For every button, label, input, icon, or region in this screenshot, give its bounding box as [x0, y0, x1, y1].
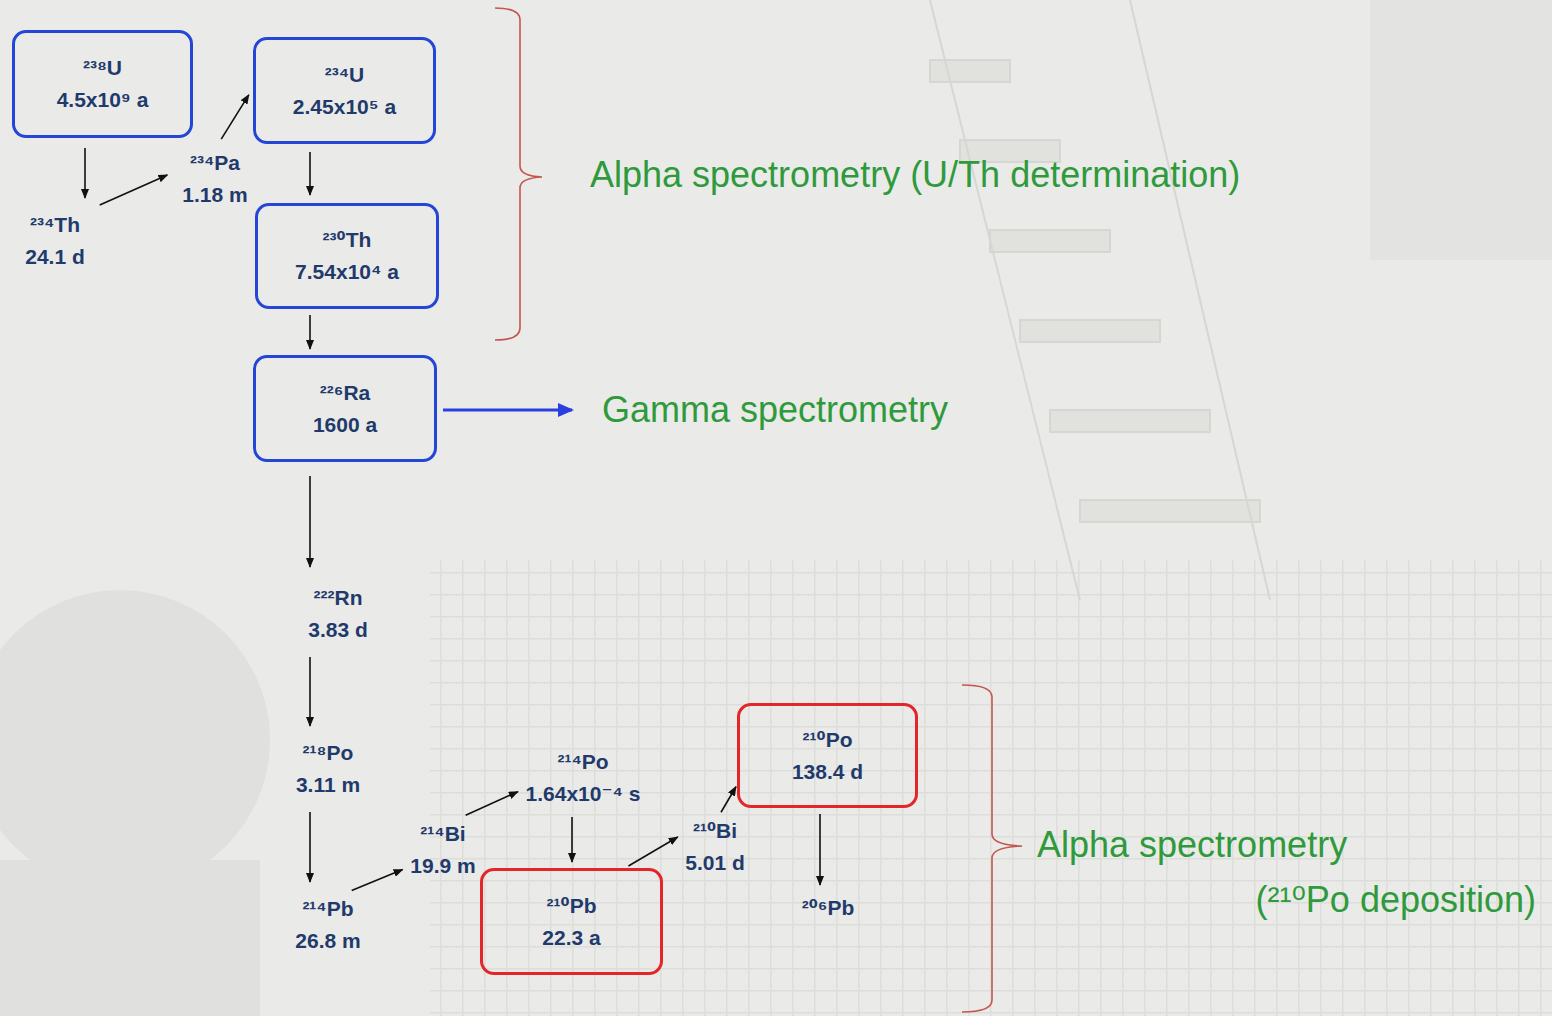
method-label: Alpha spectrometry — [1037, 824, 1347, 866]
floor-grating — [430, 560, 1552, 1016]
nuclide-label: ²²²Rn3.83 d — [304, 581, 372, 647]
half-life: 1.18 m — [182, 179, 247, 211]
decay-arrow — [84, 148, 86, 198]
nuclide-box: ²¹⁰Pb22.3 a — [480, 868, 663, 975]
nuclide-box: ²¹⁰Po138.4 d — [737, 703, 918, 808]
decay-arrow — [571, 817, 573, 862]
nuclide-label: ²¹⁴Pb26.8 m — [291, 892, 364, 958]
half-life: 24.1 d — [25, 241, 85, 273]
half-life: 138.4 d — [792, 756, 863, 788]
decay-arrow — [721, 787, 736, 813]
nuclide-label: ²³⁴Pa1.18 m — [178, 146, 251, 212]
nuclide-label: ²¹⁴Po1.64x10⁻⁴ s — [522, 745, 645, 811]
nuclide-box: ²³⁴U2.45x10⁵ a — [253, 37, 436, 144]
nuclide-name: ²³⁴U — [325, 59, 365, 91]
half-life: 3.83 d — [308, 614, 368, 646]
decay-arrow — [819, 814, 821, 885]
nuclide-label: ²⁰⁶Pb — [798, 891, 859, 925]
nuclide-name: ²²²Rn — [314, 582, 363, 614]
decay-arrow — [309, 812, 311, 882]
nuclide-name: ²¹⁰Po — [802, 724, 852, 756]
nuclide-name: ²³⁰Th — [323, 224, 372, 256]
nuclide-name: ²¹⁰Pb — [546, 890, 596, 922]
nuclide-name: ²³⁴Pa — [190, 147, 240, 179]
pointer-arrow — [443, 409, 572, 412]
nuclide-box: ²²⁶Ra1600 a — [253, 355, 437, 462]
nuclide-name: ²³⁸U — [83, 52, 122, 84]
method-label: (²¹⁰Po deposition) — [1255, 879, 1536, 921]
decay-arrow — [221, 95, 249, 139]
method-label: Alpha spectrometry (U/Th determination) — [590, 154, 1240, 196]
nuclide-box: ²³⁸U4.5x10⁹ a — [12, 30, 193, 138]
staircase — [930, 0, 1270, 600]
method-label: Gamma spectrometry — [602, 389, 948, 431]
half-life: 22.3 a — [542, 922, 600, 954]
nuclide-label: ²¹⁴Bi19.9 m — [406, 817, 479, 883]
nuclide-name: ²¹⁴Bi — [420, 818, 465, 850]
half-life: 5.01 d — [685, 847, 745, 879]
decay-arrow — [100, 175, 168, 205]
decay-arrow — [309, 657, 311, 726]
nuclide-name: ²¹⁰Bi — [693, 815, 737, 847]
decay-arrow — [352, 870, 403, 891]
nuclide-name: ²¹⁴Po — [557, 746, 608, 778]
half-life: 2.45x10⁵ a — [293, 91, 396, 123]
nuclide-name: ²²⁶Ra — [320, 377, 371, 409]
nuclide-name: ²¹⁴Pb — [302, 893, 353, 925]
bracket — [962, 685, 1022, 1012]
decay-arrow — [628, 837, 677, 866]
half-life: 26.8 m — [295, 925, 360, 957]
half-life: 1.64x10⁻⁴ s — [526, 778, 641, 810]
decay-arrow — [309, 476, 311, 567]
half-life: 3.11 m — [296, 769, 360, 801]
nuclide-name: ²⁰⁶Pb — [802, 892, 855, 924]
half-life: 1600 a — [313, 409, 377, 441]
decay-arrow — [309, 315, 311, 349]
half-life: 7.54x10⁴ a — [295, 256, 399, 288]
half-life: 19.9 m — [410, 850, 475, 882]
decay-arrow — [309, 152, 311, 195]
nuclide-name: ²³⁴Th — [30, 209, 80, 241]
nuclide-label: ²¹⁸Po3.11 m — [292, 736, 364, 802]
nuclide-label: ²¹⁰Bi5.01 d — [681, 814, 749, 880]
nuclide-name: ²¹⁸Po — [303, 737, 354, 769]
decay-arrow — [466, 792, 518, 816]
nuclide-label: ²³⁴Th24.1 d — [21, 208, 89, 274]
nuclide-box: ²³⁰Th7.54x10⁴ a — [255, 203, 439, 309]
half-life: 4.5x10⁹ a — [57, 84, 149, 116]
bracket — [495, 8, 542, 340]
